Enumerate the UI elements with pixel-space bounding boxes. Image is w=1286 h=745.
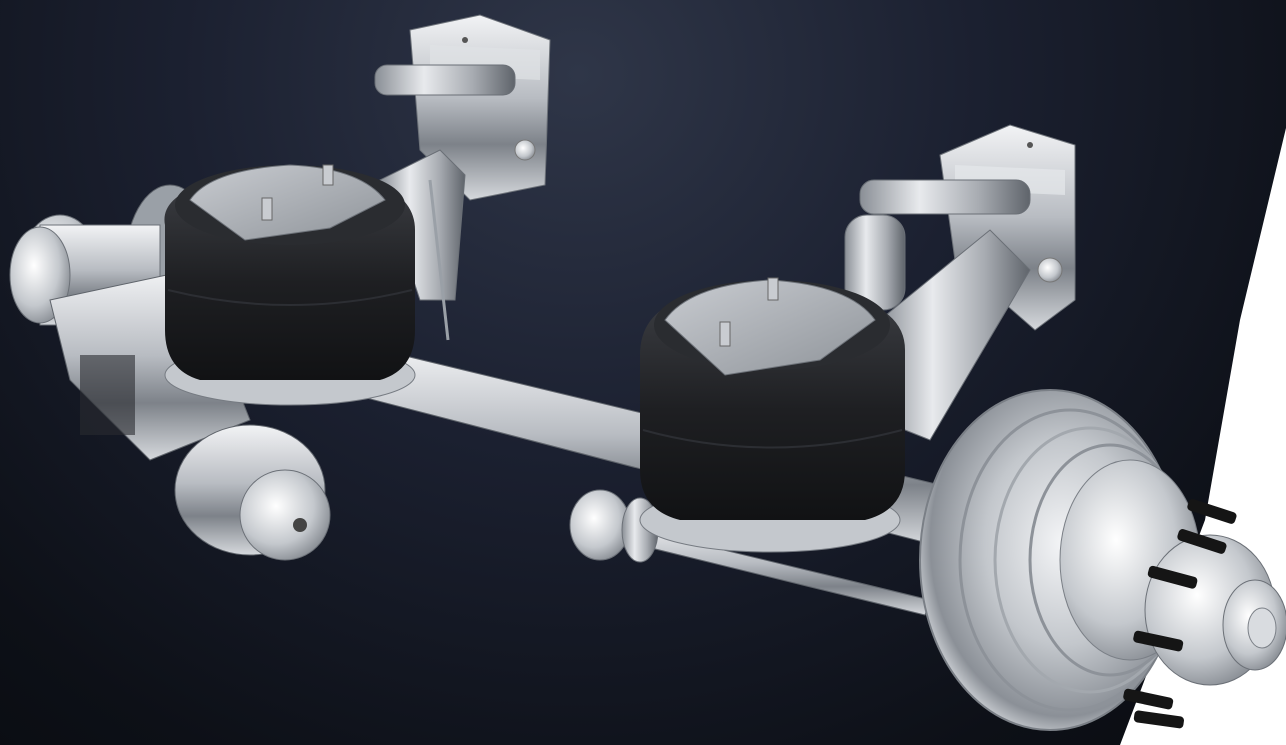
left-air-spring: [164, 164, 416, 406]
wheel-studs: [1123, 499, 1237, 729]
right-air-spring: [639, 277, 905, 553]
right-hanger-bracket: [844, 124, 1076, 441]
leveling-valve-rod: [428, 179, 450, 341]
left-wheel-hub: [9, 184, 251, 461]
left-brake-chamber: [174, 424, 331, 561]
left-hanger-bracket: [374, 14, 551, 301]
